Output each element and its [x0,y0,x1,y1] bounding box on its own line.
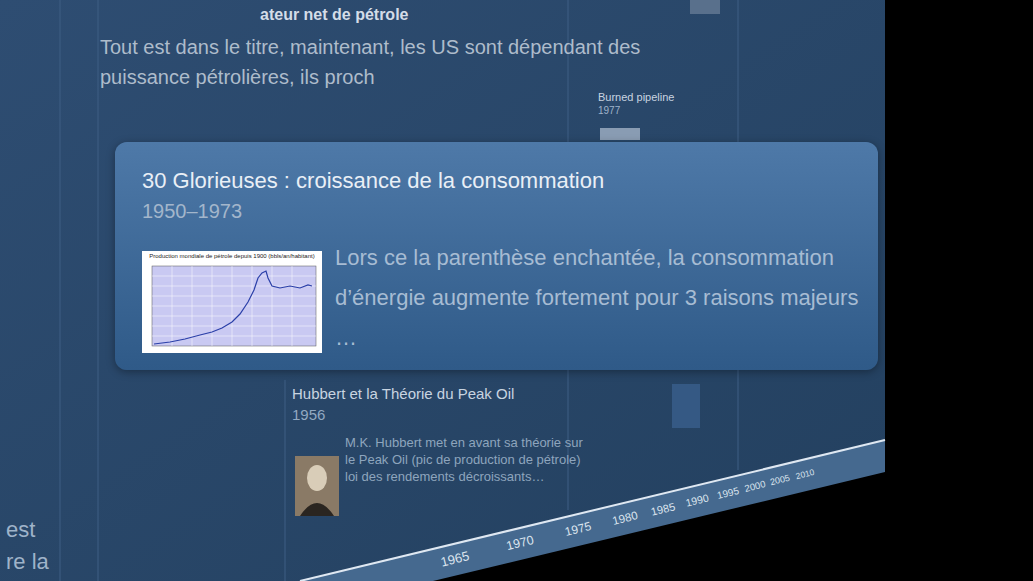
card-title: Hubbert et la Théorie du Peak Oil [292,384,612,403]
popup-title: 30 Glorieuses : croissance de la consomm… [142,166,860,196]
cut-text: est [6,517,35,543]
card-body: Tout est dans le titre, maintenant, les … [100,32,670,92]
event-card: Hubbert et la Théorie du Peak Oil 1956M.K… [292,384,612,485]
card-title: Burned pipeline [598,90,748,104]
card-date: 1956 [292,405,612,424]
card-thumbnail [600,128,640,140]
hubbert-photo [295,456,339,516]
timeline-panel [0,0,885,581]
event-card: ateur net de pétroleTout est dans le tit… [100,4,670,92]
card-date: 1977 [598,104,748,117]
card-thumbnail [690,0,720,14]
card-body: M.K. Hubbert met en avant sa théorie sur… [345,434,595,485]
popup-date: 1950–1973 [142,198,860,224]
chart-title: Production mondiale de pétrole depuis 19… [144,253,320,260]
card-thumbnail [672,384,700,428]
cut-text: re la [6,549,49,575]
event-card: Burned pipeline1977 [598,90,748,117]
card-title: ateur net de pétrole [260,4,670,26]
popup-body: Lors ce la parenthèse enchantée, la cons… [335,238,860,358]
